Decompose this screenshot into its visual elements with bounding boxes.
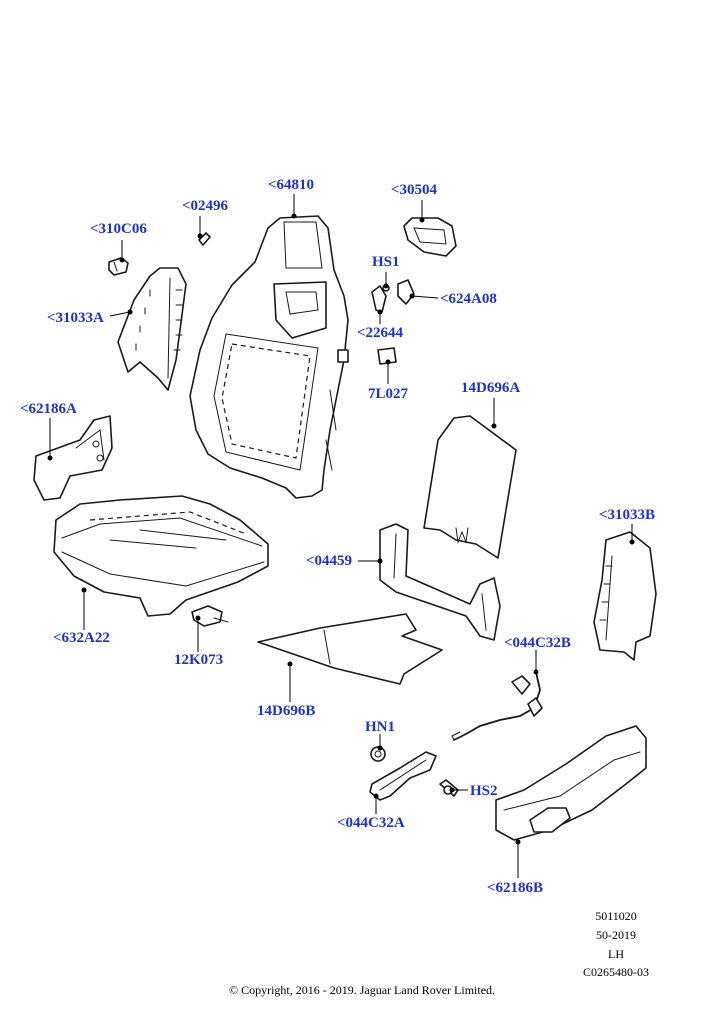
part-624a08 [397, 279, 415, 305]
callout-14d696a[interactable]: 14D696A [461, 380, 521, 396]
callout-hs1[interactable]: HS1 [372, 254, 400, 270]
part-044c32b-cable [451, 671, 543, 741]
part-7l027 [377, 347, 397, 365]
part-30504-handle [403, 217, 457, 257]
callout-62186b[interactable]: <62186B [487, 880, 544, 896]
copyright-notice: © Copyright, 2016 - 2019. Jaguar Land Ro… [228, 983, 496, 997]
callout-310c06[interactable]: <310C06 [90, 221, 147, 237]
callout-14d696b[interactable]: 14D696B [257, 703, 316, 719]
part-044c32a-bracket [369, 746, 437, 801]
part-14d696a-pad [423, 415, 517, 559]
part-hs2-bolt [439, 779, 459, 797]
part-31033b [593, 531, 657, 661]
callout-7l027[interactable]: 7L027 [368, 386, 409, 402]
part-12k073 [191, 605, 229, 627]
part-31033a [117, 267, 187, 391]
callout-31033a[interactable]: <31033A [47, 310, 104, 326]
meta-side: LH [608, 947, 624, 961]
meta-date: 50-2019 [596, 928, 636, 942]
part-22644 [371, 284, 390, 313]
callout-62186a[interactable]: <62186A [20, 401, 77, 417]
meta-code: 5011020 [595, 909, 637, 923]
callout-30504[interactable]: <30504 [391, 182, 438, 198]
callout-22644[interactable]: <22644 [357, 325, 404, 341]
callout-31033b[interactable]: <31033B [599, 507, 656, 523]
callout-02496[interactable]: <02496 [182, 198, 229, 214]
callout-04459[interactable]: <04459 [306, 553, 353, 569]
part-62186a [33, 415, 113, 501]
callout-624a08[interactable]: <624A08 [440, 291, 497, 307]
callout-044c32a[interactable]: <044C32A [337, 815, 405, 831]
callout-044c32b[interactable]: <044C32B [504, 635, 571, 651]
callout-hn1[interactable]: HN1 [365, 719, 395, 735]
part-632a22-cushion [53, 495, 269, 617]
callout-64810[interactable]: <64810 [268, 177, 315, 193]
meta-illustration: C0265480-03 [583, 965, 649, 979]
leader-lines [47, 194, 635, 878]
part-02496 [198, 232, 211, 246]
part-62186b-side-trim [495, 725, 647, 841]
callout-632a22[interactable]: <632A22 [53, 630, 110, 646]
part-14d696b-pad [257, 613, 443, 685]
callout-hs2[interactable]: HS2 [470, 783, 498, 799]
callout-12k073[interactable]: 12K073 [174, 652, 224, 668]
part-310c06 [108, 257, 129, 276]
part-64810-backrest [189, 215, 349, 499]
part-04459-frame [379, 523, 501, 641]
